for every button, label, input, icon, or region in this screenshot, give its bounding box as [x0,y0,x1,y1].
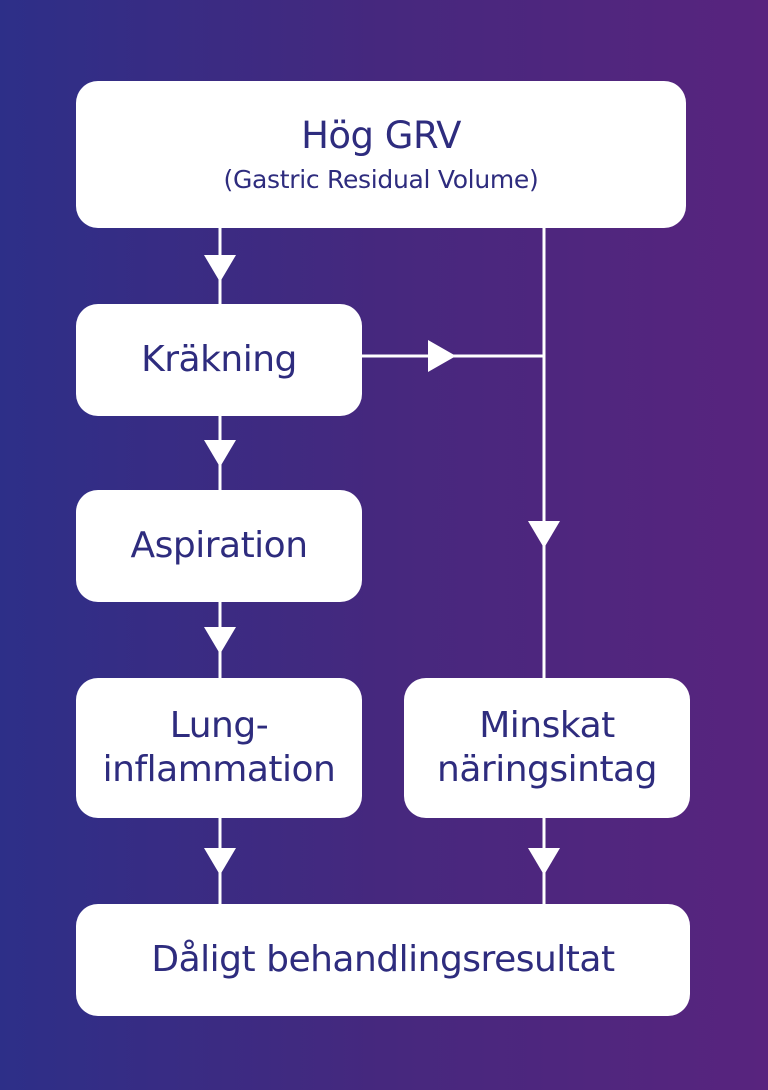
node-high-grv-subtitle: (Gastric Residual Volume) [223,164,539,194]
node-reduced-intake: Minskat näringsintag [404,678,690,818]
node-vomiting: Kräkning [76,304,362,416]
arrowhead-down-to-aspiration [204,440,236,467]
node-pneumonia: Lung- inflammation [76,678,362,818]
node-reduced-intake-line2: näringsintag [437,749,657,790]
arrowhead-down-to-pneumonia [204,627,236,654]
node-pneumonia-line2: inflammation [102,749,336,790]
arrowhead-down-to-outcome-left [204,848,236,875]
node-high-grv: Hög GRV (Gastric Residual Volume) [76,81,686,228]
node-aspiration-label: Aspiration [130,525,308,566]
node-high-grv-title: Hög GRV [301,113,461,157]
node-vomiting-label: Kräkning [141,339,297,380]
node-poor-outcome-label: Dåligt behandlingsresultat [151,939,615,980]
arrowhead-down-to-intake [528,521,560,548]
node-pneumonia-line1: Lung- [169,705,269,746]
node-aspiration: Aspiration [76,490,362,602]
arrowhead-right-from-vomit [428,340,456,372]
node-poor-outcome: Dåligt behandlingsresultat [76,904,690,1016]
arrowhead-down-to-outcome-right [528,848,560,875]
node-reduced-intake-line1: Minskat [479,705,615,746]
arrowhead-down-to-vomit [204,255,236,282]
